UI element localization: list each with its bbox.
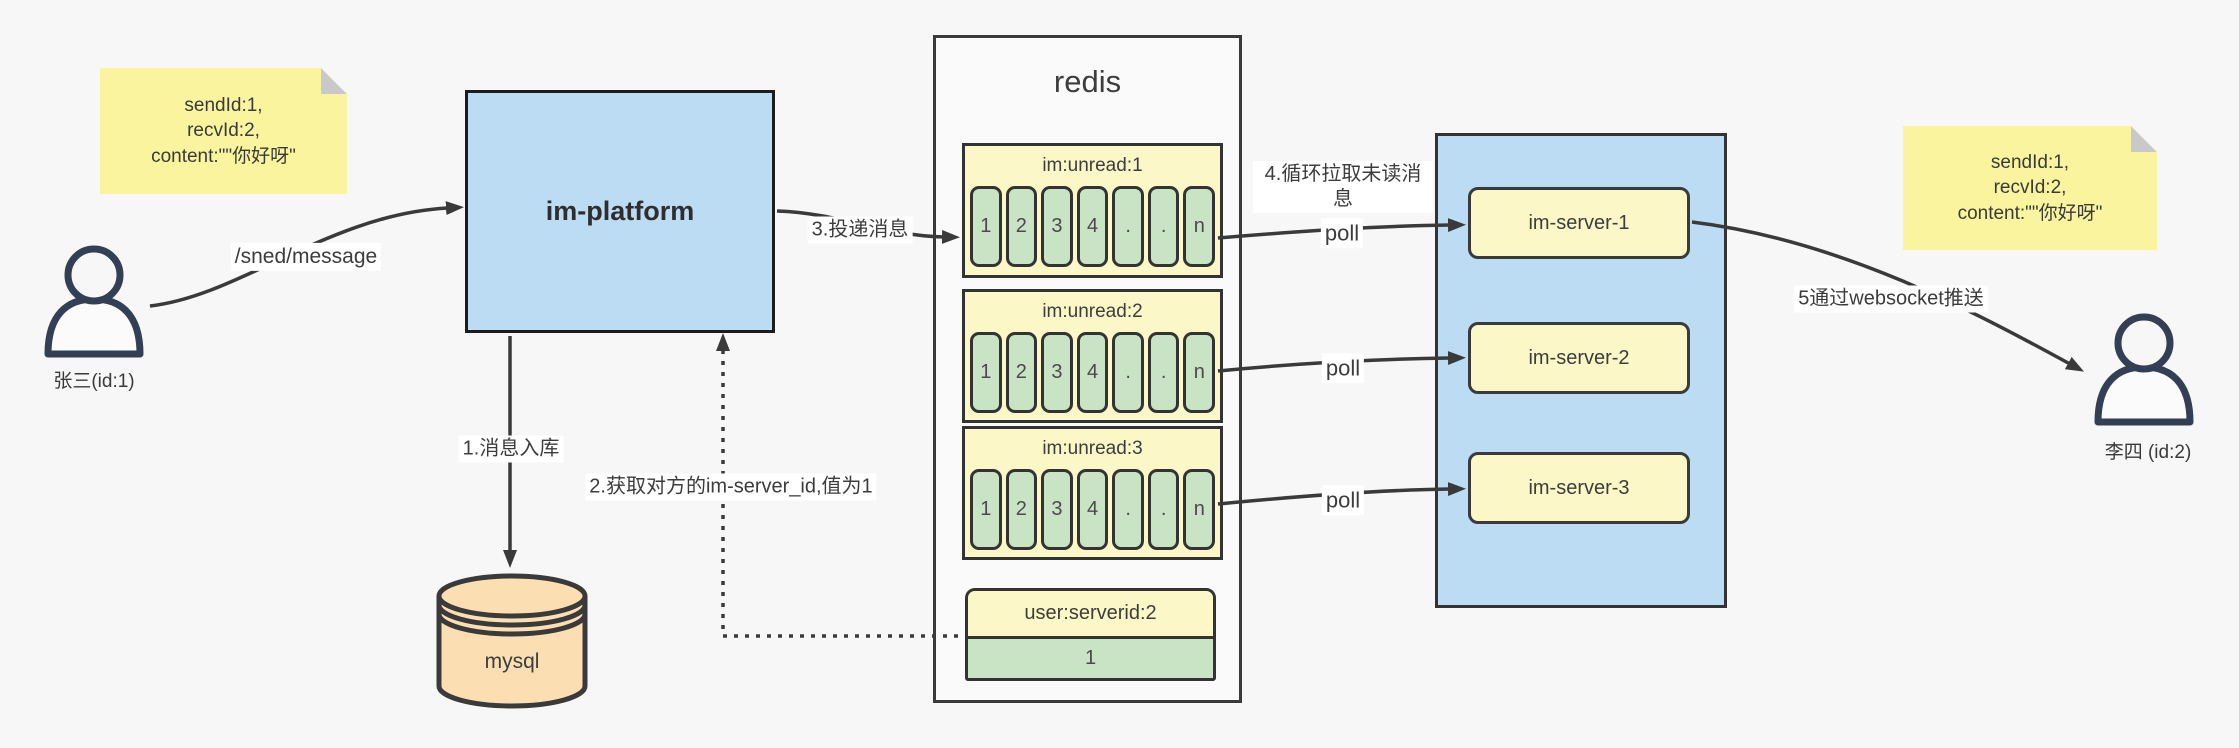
queue-im-unread-3: im:unread:3 1 2 3 4 . . n xyxy=(962,426,1223,560)
queue-cell: n xyxy=(1183,186,1216,267)
queue-cells: 1 2 3 4 . . n xyxy=(965,469,1220,556)
im-server-label: im-server-2 xyxy=(1528,346,1630,369)
label-step2: 2.获取对方的im-server_id,值为1 xyxy=(585,473,877,501)
receiver-person-icon xyxy=(2094,313,2194,426)
queue-title: im:unread:3 xyxy=(1042,438,1143,459)
user-serverid-mapping: user:serverid:2 1 xyxy=(965,588,1216,681)
receiver-label: 李四 (id:2) xyxy=(2104,442,2192,463)
queue-cells: 1 2 3 4 . . n xyxy=(965,332,1220,419)
queue-cell: . xyxy=(1112,332,1144,413)
label-poll-2: poll xyxy=(1321,353,1365,383)
queue-cell: 1 xyxy=(970,186,1002,267)
im-server-3-node: im-server-3 xyxy=(1468,452,1690,524)
queue-im-unread-1: im:unread:1 1 2 3 4 . . n xyxy=(962,143,1223,278)
queue-cell: 2 xyxy=(1005,332,1038,413)
queue-cells: 1 2 3 4 . . n xyxy=(965,186,1220,273)
queue-cell: . xyxy=(1147,469,1180,550)
queue-cell: . xyxy=(1112,469,1144,550)
queue-cell: 1 xyxy=(970,332,1002,413)
im-server-label: im-server-3 xyxy=(1528,476,1630,499)
queue-cell: 3 xyxy=(1041,469,1073,550)
note-line: recvId:2, xyxy=(187,120,260,142)
queue-cell: 3 xyxy=(1041,332,1073,413)
mysql-label: mysql xyxy=(485,650,540,673)
queue-im-unread-2: im:unread:2 1 2 3 4 . . n xyxy=(962,289,1223,423)
redis-container: redis im:unread:1 1 2 3 4 . . n im:unrea… xyxy=(933,35,1242,703)
queue-cell: 2 xyxy=(1005,186,1038,267)
label-step4: 4.循环拉取未读消息 xyxy=(1253,161,1433,213)
im-server-label: im-server-1 xyxy=(1528,211,1630,234)
note-fold-icon xyxy=(321,68,347,94)
queue-cell: 2 xyxy=(1005,469,1038,550)
label-step5: 5通过websocket推送 xyxy=(1794,285,1988,313)
label-send-api: /sned/message xyxy=(230,242,382,272)
label-step1: 1.消息入库 xyxy=(458,435,564,463)
im-platform-label: im-platform xyxy=(545,196,695,226)
note-fold-icon xyxy=(2131,126,2157,152)
queue-cell: . xyxy=(1147,186,1180,267)
sender-person-icon xyxy=(44,245,144,358)
im-server-2-node: im-server-2 xyxy=(1468,322,1690,394)
note-line: content:""你好呀" xyxy=(1957,202,2103,224)
queue-cell: n xyxy=(1183,469,1216,550)
note-line: content:""你好呀" xyxy=(151,145,296,167)
queue-cell: n xyxy=(1183,332,1216,413)
im-server-1-node: im-server-1 xyxy=(1468,187,1690,259)
queue-cell: 1 xyxy=(970,469,1002,550)
note-line: recvId:2, xyxy=(1993,177,2067,199)
queue-title: im:unread:2 xyxy=(1042,301,1143,322)
queue-cell: . xyxy=(1112,186,1144,267)
mysql-database-icon: mysql xyxy=(436,573,588,709)
queue-cell: 4 xyxy=(1076,469,1109,550)
queue-cell: 4 xyxy=(1076,186,1109,267)
queue-cell: 3 xyxy=(1041,186,1073,267)
mapping-value: 1 xyxy=(1084,647,1097,669)
sender-label: 张三(id:1) xyxy=(53,371,135,392)
label-poll-1: poll xyxy=(1320,218,1364,248)
note-line: sendId:1, xyxy=(184,95,263,117)
label-poll-3: poll xyxy=(1321,485,1365,515)
queue-title: im:unread:1 xyxy=(1042,155,1143,176)
note-line: sendId:1, xyxy=(1990,152,2070,174)
im-server-cluster: im-server-1 im-server-2 im-server-3 xyxy=(1435,133,1727,608)
redis-title: redis xyxy=(1053,64,1122,99)
note-message-right: sendId:1, recvId:2, content:""你好呀" xyxy=(1903,126,2157,250)
im-platform-node: im-platform xyxy=(465,90,775,333)
note-message-left: sendId:1, recvId:2, content:""你好呀" xyxy=(100,68,347,194)
mapping-key: user:serverid:2 xyxy=(968,591,1213,639)
queue-cell: . xyxy=(1147,332,1180,413)
label-step3: 3.投递消息 xyxy=(807,216,913,244)
queue-cell: 4 xyxy=(1076,332,1109,413)
